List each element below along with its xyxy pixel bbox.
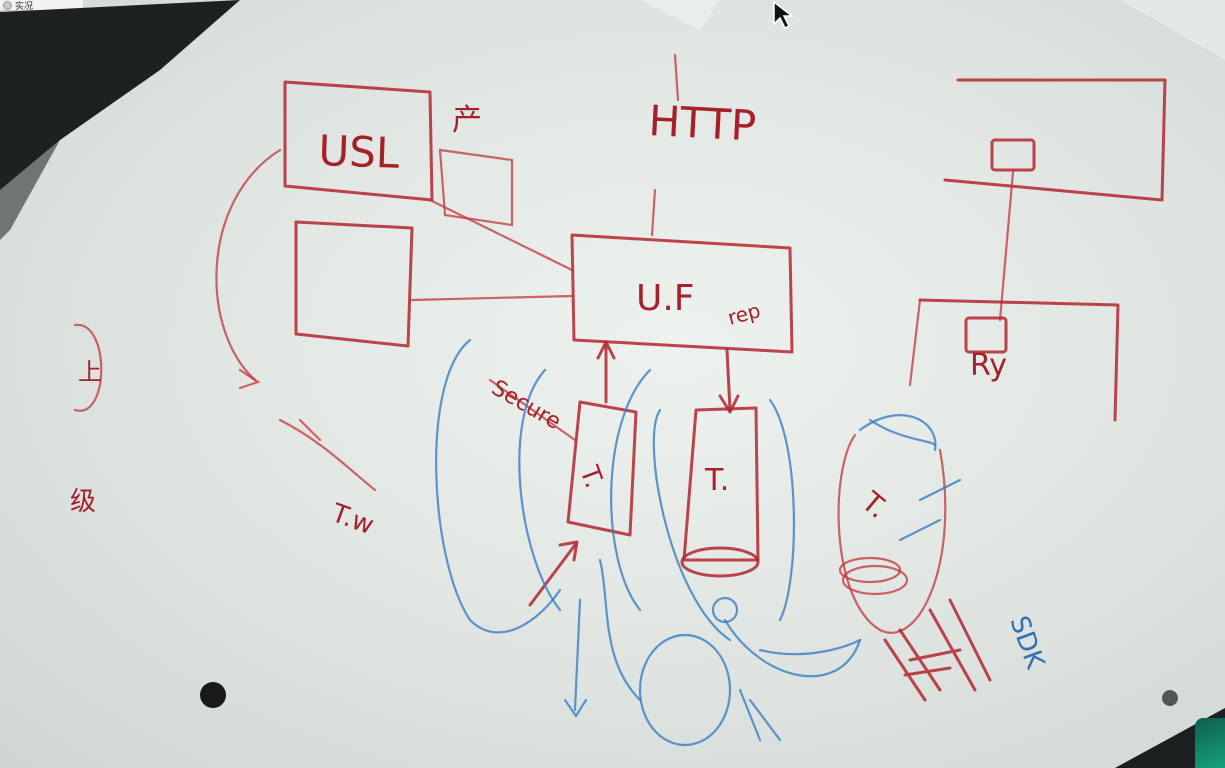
uf-label: U.F	[636, 278, 695, 319]
p-box	[294, 220, 414, 348]
tab-title: 实况	[15, 1, 34, 12]
mouse-cursor-icon	[773, 0, 795, 30]
left-chinese-label-2: 级	[70, 487, 96, 517]
t-label-1: T.	[573, 461, 609, 492]
ry-label: Ry	[970, 348, 1007, 383]
t-label-2: T.	[704, 463, 729, 498]
t-box-1	[566, 400, 638, 537]
rep-label: rep	[725, 298, 763, 330]
secure-label: Secure	[487, 376, 565, 435]
device-edge	[1195, 718, 1225, 768]
t-label-3: T.	[855, 484, 894, 525]
magnet-button-2	[1162, 690, 1178, 706]
sdk-label: SDK	[1003, 612, 1050, 673]
tw-label: T.w	[327, 498, 378, 541]
uf-box	[570, 233, 794, 354]
tab-icon	[3, 0, 12, 10]
top-chinese-label: 产	[452, 103, 482, 138]
left-chinese-label: 上	[78, 358, 102, 386]
magnet-button	[200, 682, 226, 708]
usl-label: USL	[318, 126, 401, 178]
http-label: HTTP	[647, 96, 757, 151]
